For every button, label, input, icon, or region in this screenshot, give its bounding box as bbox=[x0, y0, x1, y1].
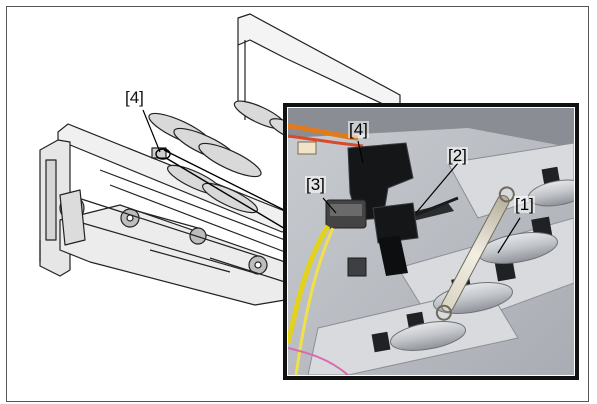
callout-label-detail-1: [1] bbox=[514, 195, 535, 214]
callout-label-detail-2: [2] bbox=[447, 146, 468, 165]
detail-inset-photo bbox=[288, 108, 574, 375]
callout-label-detail-4: [4] bbox=[348, 120, 369, 139]
callout-label-main-4: [4] bbox=[125, 88, 144, 107]
callout-label-detail-3: [3] bbox=[305, 175, 326, 194]
